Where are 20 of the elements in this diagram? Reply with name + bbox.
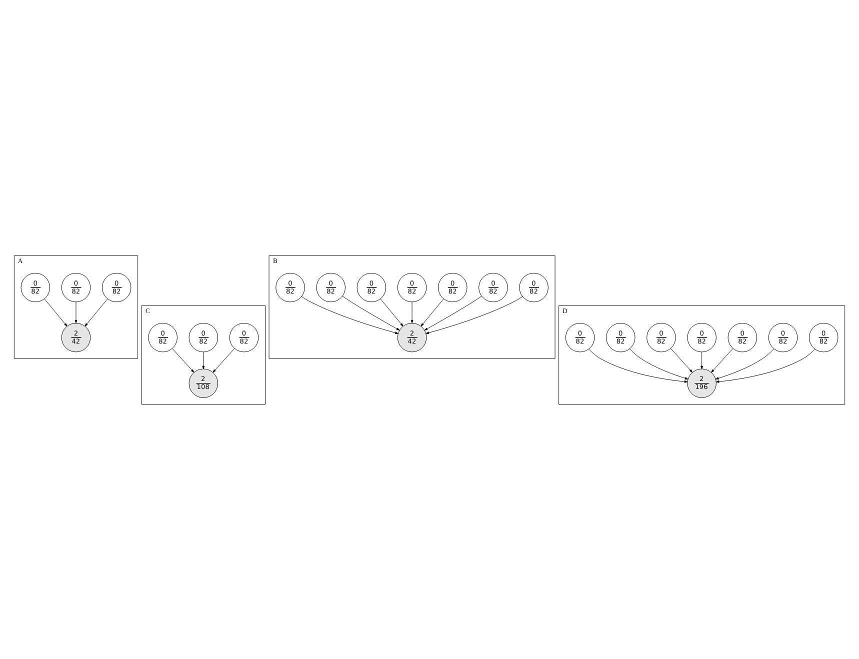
arrow: [715, 348, 774, 379]
arrow: [716, 348, 816, 382]
arrow: [630, 348, 688, 379]
arrow: [711, 348, 734, 372]
arrow: [424, 296, 482, 330]
arrow: [420, 298, 444, 326]
arrow: [670, 348, 693, 372]
arrow: [426, 296, 523, 334]
arrow: [380, 298, 404, 326]
arrow: [700, 351, 704, 369]
arrow: [301, 296, 398, 334]
arrow: [74, 301, 78, 323]
arrow: [588, 348, 688, 382]
arrow: [84, 298, 108, 326]
arrow: [172, 348, 194, 372]
arrow: [202, 351, 205, 369]
arrow: [342, 296, 400, 330]
arrow: [212, 348, 235, 372]
arrow: [410, 301, 414, 323]
arrow: [44, 298, 68, 326]
